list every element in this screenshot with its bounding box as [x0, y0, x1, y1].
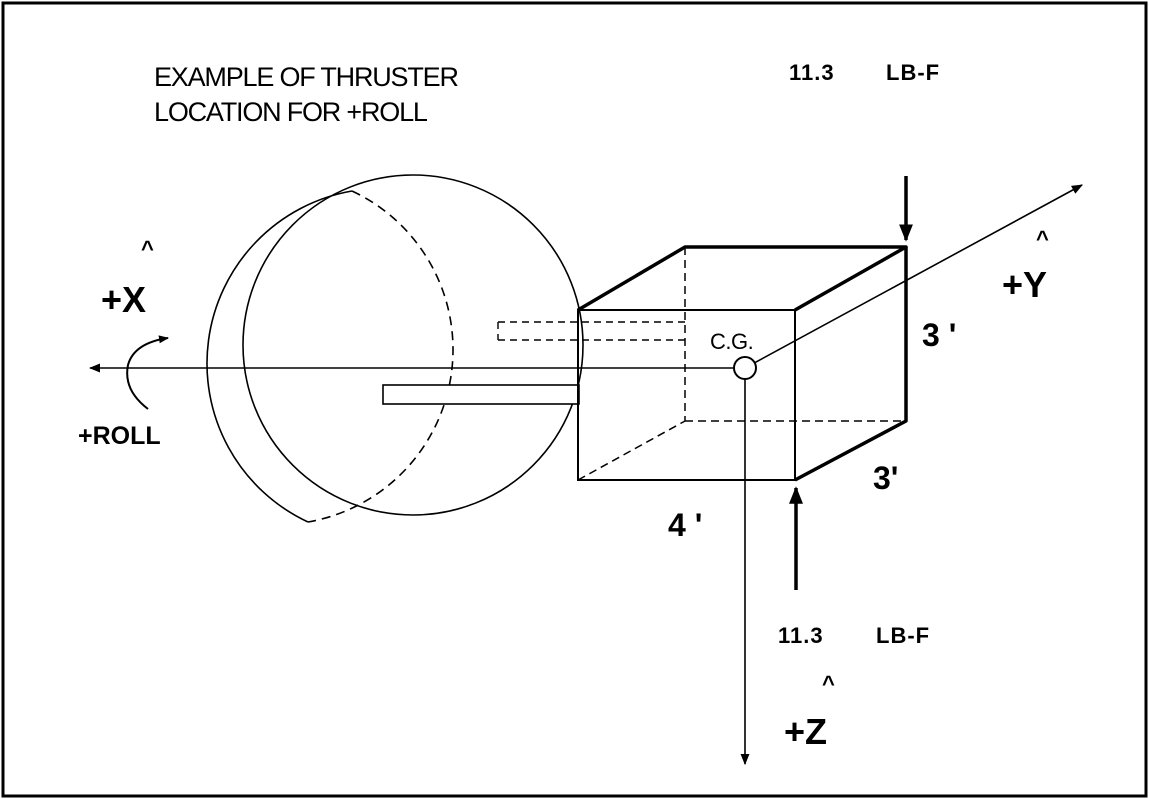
cg-marker: [733, 356, 757, 380]
y-axis-label: +Y: [1002, 264, 1048, 305]
box-right-edges: [794, 247, 908, 482]
z-axis-label: +Z: [784, 711, 828, 752]
y-axis: [744, 184, 1083, 369]
force-bottom-value: 11.3: [778, 623, 824, 648]
antenna-boom: [382, 384, 580, 405]
x-axis-hat: ^: [141, 236, 154, 261]
dimension-depth: 3': [873, 460, 899, 496]
force-bottom-unit: LB-F: [876, 623, 931, 648]
antenna-boom-hidden: [497, 321, 689, 341]
antenna-disk-front-hidden: [307, 190, 454, 523]
y-axis-hat: ^: [1036, 226, 1049, 251]
box-top-edges: [577, 245, 908, 312]
box-outline: [577, 309, 796, 481]
dimension-length: 4 ': [668, 507, 703, 543]
cg-label: C.G.: [710, 329, 754, 354]
roll-arrow: [126, 335, 169, 410]
antenna-disk-front-visible: [206, 190, 353, 523]
roll-label: +ROLL: [78, 422, 161, 450]
antenna-disk-rear: [242, 174, 584, 516]
caption-line-1: EXAMPLE OF THRUSTER: [154, 62, 459, 92]
dimension-height: 3 ': [922, 317, 957, 353]
force-top-unit: LB-F: [886, 60, 941, 85]
caption-line-2: LOCATION FOR +ROLL: [154, 97, 428, 127]
x-axis-label: +X: [101, 279, 147, 320]
force-top-value: 11.3: [789, 60, 835, 85]
z-axis-hat: ^: [822, 671, 835, 696]
